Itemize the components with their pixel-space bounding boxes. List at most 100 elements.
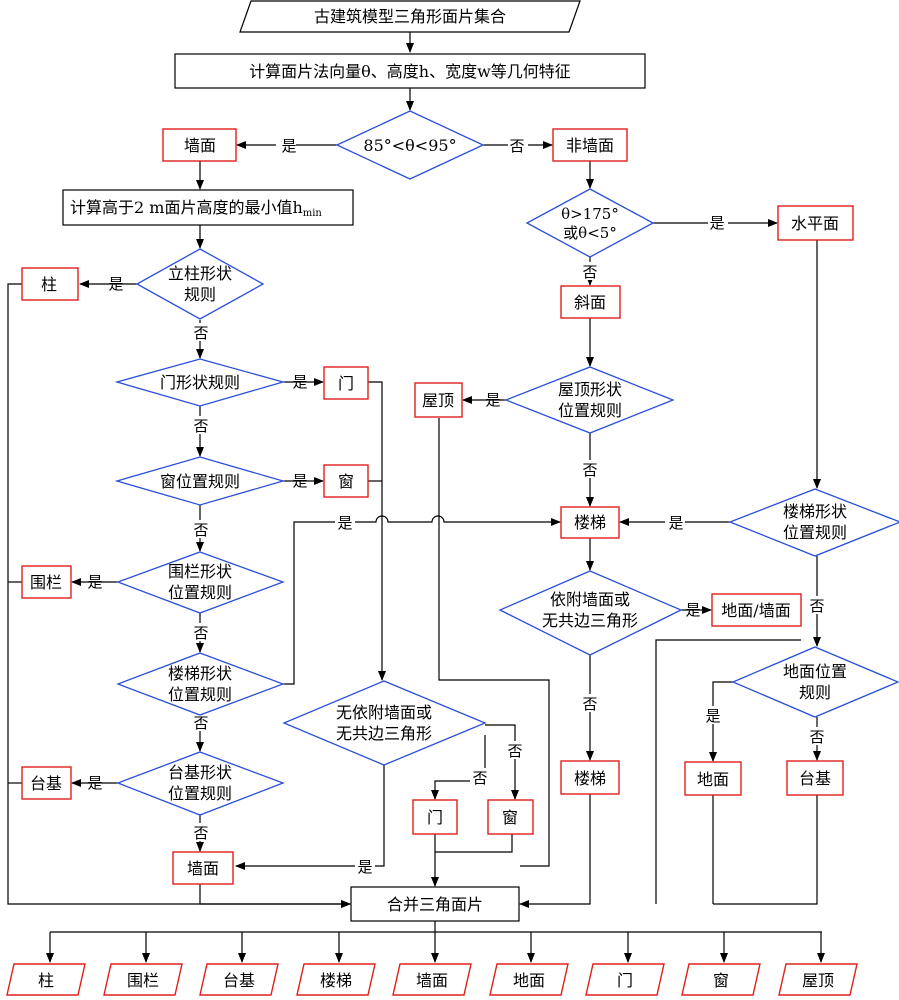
base-label: 台基 [30,774,62,793]
horizontal-condition-2: 或θ<5° [563,224,617,242]
label-yes: 是 [685,601,700,619]
label-yes: 是 [485,391,500,409]
door-condition: 门形状规则 [160,373,240,392]
label-yes: 是 [292,472,307,490]
ground-label: 地面 [697,770,729,789]
stairs-left-condition-1: 楼梯形状 [168,664,232,683]
wall-label: 墙面 [184,136,216,155]
label-yes: 是 [292,373,307,391]
stairs-left-decision: 楼梯形状 位置规则 [116,652,285,716]
railing-condition-2: 位置规则 [168,583,232,602]
label-yes: 是 [281,137,296,155]
wall2-node: 墙面 [172,851,234,885]
roof-label: 屋顶 [422,391,454,410]
door-decision: 门形状规则 [114,358,286,407]
label-yes: 是 [87,573,102,591]
label-no: 否 [582,461,597,479]
ground-node: 地面 [684,761,742,796]
svg-text:柱: 柱 [38,971,54,990]
column-condition-2: 规则 [184,285,216,304]
base-condition-2: 位置规则 [168,784,232,803]
label-yes: 是 [87,774,102,792]
column-label: 柱 [41,275,57,294]
stairs-right-condition-2: 位置规则 [783,523,847,542]
svg-text:地面: 地面 [513,971,545,990]
output-roof: 屋顶 [778,963,858,996]
merge-node: 合并三角面片 [350,886,520,922]
window2-label: 窗 [502,808,518,827]
attach-condition-1: 依附墙面或 [550,590,630,609]
wall2-label: 墙面 [187,859,219,878]
attach-condition-2: 无共边三角形 [542,611,638,630]
theta-decision: 85°<θ<95° [335,110,485,180]
column-decision: 立柱形状 规则 [135,248,265,320]
label-no: 否 [809,728,824,746]
start-label: 古建筑模型三角形面片集合 [314,7,506,26]
label-yes: 是 [709,214,724,232]
base-decision: 台基形状 位置规则 [116,751,285,816]
railing-label: 围栏 [30,573,62,592]
attach-decision: 依附墙面或 无共边三角形 [498,570,683,656]
connectors [7,32,825,963]
base-condition-1: 台基形状 [168,763,232,782]
label-no: 否 [507,742,522,760]
column-condition-1: 立柱形状 [168,264,232,283]
output-railing: 围栏 [103,963,183,996]
door2-node: 门 [412,799,458,835]
base-node: 台基 [21,766,72,800]
calc-features-node: 计算面片法向量θ、高度h、宽度w等几何特征 [174,53,646,89]
output-column: 柱 [6,963,86,996]
ground-condition-1: 地面位置 [783,662,847,681]
door2-label: 门 [427,808,443,827]
svg-text:屋顶: 屋顶 [802,971,834,990]
label-no: 否 [509,137,524,155]
label-no: 否 [582,695,597,713]
slope-label: 斜面 [574,293,606,312]
horizontal-label: 水平面 [791,214,839,233]
label-no: 否 [193,324,208,342]
svg-text:楼梯: 楼梯 [320,971,352,990]
label-yes: 是 [108,275,123,293]
stairs-out-node: 楼梯 [560,760,620,795]
svg-text:墙面: 墙面 [416,971,448,990]
ground-decision: 地面位置 规则 [731,646,899,718]
no-attach-decision: 无依附墙面或 无共边三角形 [282,680,487,766]
door-label: 门 [338,374,354,393]
window-label: 窗 [338,472,354,491]
label-yes: 是 [705,707,720,725]
horizontal-condition-1: θ>175° [561,205,619,223]
roof-condition-2: 位置规则 [558,401,622,420]
label-yes: 是 [357,858,372,876]
column-node: 柱 [21,267,79,301]
railing-decision: 围栏形状 位置规则 [116,551,285,614]
horizontal-decision: θ>175° 或θ<5° [525,188,655,258]
window-condition: 窗位置规则 [160,472,240,491]
svg-text:围栏: 围栏 [127,971,159,990]
svg-text:窗: 窗 [713,971,729,990]
railing-node: 围栏 [21,565,72,599]
horizontal-node: 水平面 [777,205,854,241]
stairs-right-decision: 楼梯形状 位置规则 [728,488,899,557]
stairs-node: 楼梯 [560,506,620,539]
theta-condition: 85°<θ<95° [363,136,456,155]
stairs-label: 楼梯 [574,513,606,532]
branch-labels: 是 否 是 否 是 否 是 否 是 否 是 否 是 否 是 否 是 否 是 是 … [87,136,827,876]
label-no: 否 [193,624,208,642]
ground-wall-node: 地面/墙面 [711,593,802,627]
start-node: 古建筑模型三角形面片集合 [239,0,581,33]
label-no: 否 [193,417,208,435]
output-door: 门 [585,963,665,996]
label-no: 否 [472,769,487,787]
output-stairs: 楼梯 [296,963,376,996]
base2-label: 台基 [799,769,831,788]
label-no: 否 [582,263,597,281]
roof-decision: 屋顶形状 位置规则 [504,366,675,434]
calc-hmin-label: 计算高于2 m面片高度的最小值hmin [70,198,322,219]
label-yes: 是 [668,514,683,532]
calc-hmin-node: 计算高于2 m面片高度的最小值hmin [62,189,354,226]
roof-node: 屋顶 [414,382,463,418]
output-ground: 地面 [489,963,569,996]
door-node: 门 [323,366,369,400]
nonwall-node: 非墙面 [552,128,628,162]
